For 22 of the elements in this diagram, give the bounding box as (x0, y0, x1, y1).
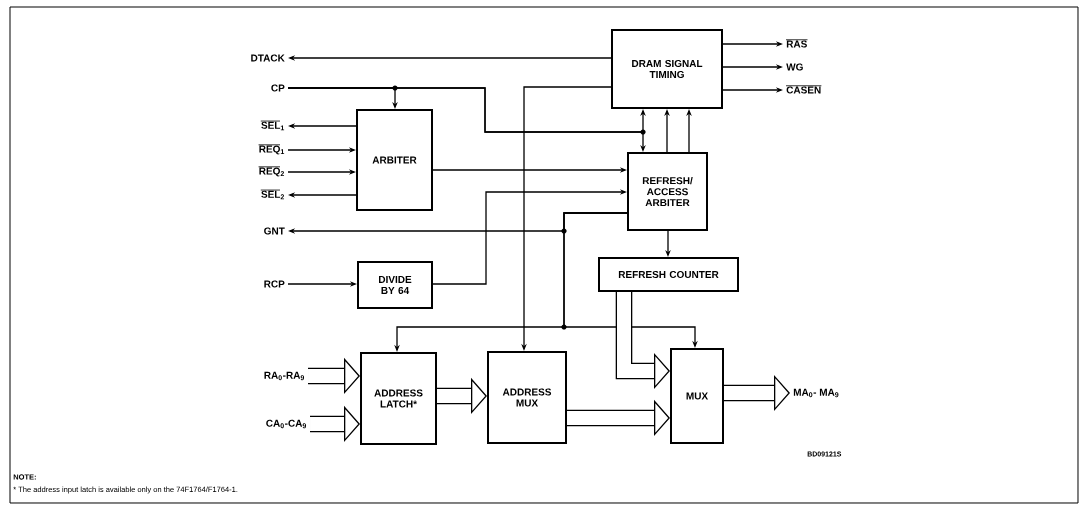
signal-label: GNT (264, 227, 285, 235)
signal-label: DTACK (251, 54, 285, 62)
block-box: MUX (670, 348, 724, 444)
block-box: ADDRESS LATCH* (360, 352, 437, 445)
block-box: ARBITER (356, 109, 433, 211)
signal-label: REQ$_{2}$ (258, 166, 284, 177)
signal-label: RCP (264, 280, 285, 288)
signal-label: CA$_{0}$-CA$_{9}$ (266, 419, 307, 429)
block-box: REFRESH COUNTER (598, 257, 739, 292)
signal-label: WG (786, 63, 803, 71)
signal-label: SEL$_{1}$ (260, 120, 285, 131)
block-box: DRAM SIGNAL TIMING (611, 29, 723, 109)
signal-label: CP (271, 84, 285, 92)
block-box: DIVIDE BY 64 (357, 261, 433, 309)
block-box: ADDRESS MUX (487, 351, 567, 444)
signal-label: REQ$_{1}$ (258, 144, 285, 155)
signal-label: SEL$_{2}$ (260, 189, 284, 200)
signal-label: RAS (785, 39, 808, 48)
signal-label: RA$_{0}$-RA$_{9}$ (264, 371, 305, 381)
signal-label: MA$_{0}$- MA$_{9}$ (793, 388, 839, 398)
block-box: REFRESH/ ACCESS ARBITER (627, 152, 708, 231)
signal-label: CASEN (785, 85, 822, 94)
